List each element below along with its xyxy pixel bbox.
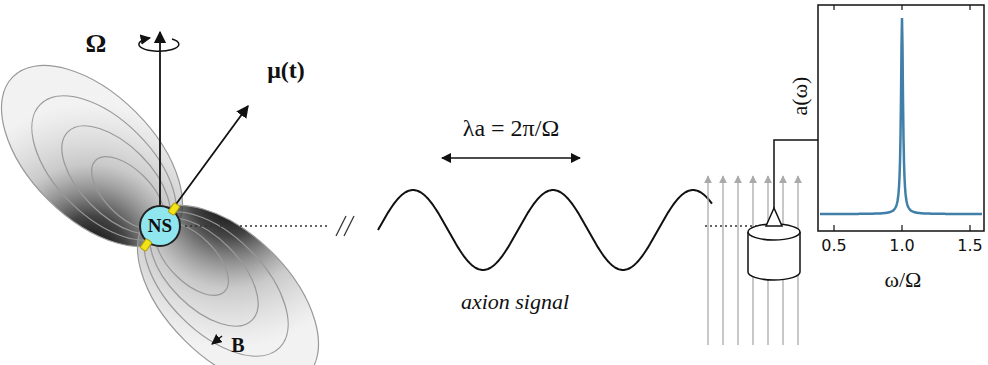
field-label: B <box>231 334 244 356</box>
tick-label: 0.5 <box>821 237 846 255</box>
tick-label: 1.5 <box>957 237 982 255</box>
plot-frame <box>818 5 984 231</box>
axion-wave <box>378 190 712 270</box>
spectrum-line <box>820 18 982 214</box>
tick-label: 1.0 <box>889 237 914 255</box>
wavelength-arrow <box>442 157 580 159</box>
rotation-loop <box>139 38 179 51</box>
axis-label: a(ω) <box>788 77 812 116</box>
detector-cylinder <box>748 140 818 280</box>
wavelength-label: λa = 2π/Ω <box>463 115 559 141</box>
moment-label: μ(t) <box>267 57 305 83</box>
signal-label: axion signal <box>461 290 569 314</box>
rotation-axis <box>159 32 161 205</box>
break-mark <box>336 216 354 236</box>
omega-label: Ω <box>86 30 107 59</box>
field-lobes <box>0 33 351 365</box>
sight-line <box>185 225 330 227</box>
field-arrow <box>212 336 222 344</box>
moment-arrow <box>160 106 248 226</box>
star-label: NS <box>148 215 172 237</box>
axis-label: ω/Ω <box>885 268 922 292</box>
